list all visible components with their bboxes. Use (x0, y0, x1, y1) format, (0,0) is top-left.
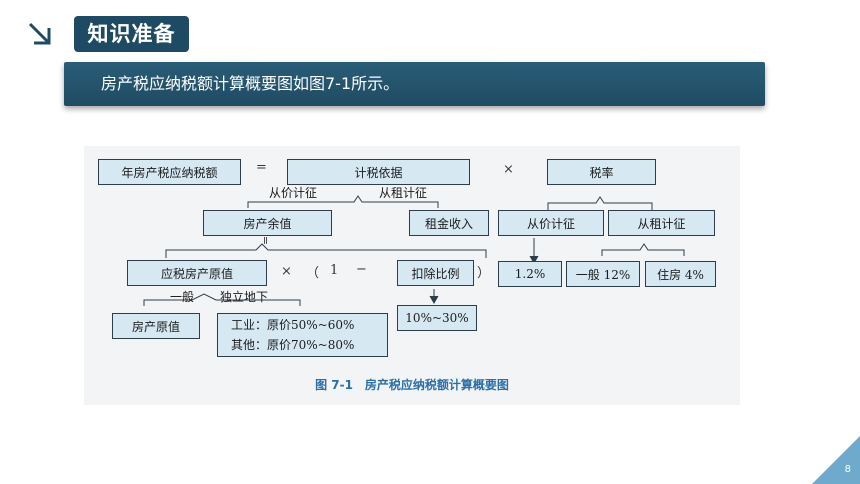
general-12-box: 一般 12% (566, 261, 640, 287)
tax-basis-box: 计税依据 (287, 159, 470, 185)
original-value-taxable-box: 应税房产原值 (127, 260, 267, 286)
equals-sign: = (256, 160, 267, 175)
times-sign-2: × (281, 264, 292, 279)
residual-value-box: 房产余值 (203, 210, 332, 236)
industrial-ratio: 工业：原价50%~60% (231, 318, 355, 332)
arrow-down-right-icon (28, 22, 51, 45)
by-value-label-left: 从价计征 (269, 186, 318, 200)
page-number: 8 (844, 464, 851, 475)
rent-income-box: 租金收入 (409, 210, 489, 236)
annual-tax-box: 年房产税应纳税额 (98, 159, 241, 185)
independent-underground-label: 独立地下 (220, 290, 269, 304)
deduction-range-box: 10%~30% (397, 305, 477, 331)
general-label: 一般 (170, 290, 195, 304)
by-value-box-right: 从价计征 (498, 210, 604, 236)
number-one: 1 (330, 263, 339, 278)
by-rent-label-left: 从租计征 (379, 186, 428, 200)
diagram-connectors (143, 195, 685, 306)
figure-caption: 图 7-1 房产税应纳税额计算概要图 (315, 378, 509, 392)
equals-vertical-sign: = (259, 235, 273, 246)
banner (64, 62, 765, 106)
by-rent-box-right: 从租计征 (608, 210, 715, 236)
open-paren: （ (306, 266, 320, 281)
close-paren: ） (477, 266, 491, 281)
corner-decoration (812, 436, 860, 484)
property-original-value-box: 房产原值 (112, 313, 200, 339)
rate-1-2-box: 1.2% (498, 261, 562, 287)
underground-ratio-box: 工业：原价50%~60% 其他：原价70%~80% (217, 313, 388, 357)
times-sign: × (503, 162, 514, 177)
diagram-figure: 年房产税应纳税额 = 计税依据 × 税率 从价计征 从租计征 房产余值 租金收入… (84, 146, 740, 405)
banner-text: 房产税应纳税额计算概要图如图7-1所示。 (101, 74, 400, 93)
deduction-ratio-box: 扣除比例 (397, 260, 474, 286)
minus-sign: − (356, 262, 367, 277)
housing-4-box: 住房 4% (645, 261, 716, 287)
tax-rate-box: 税率 (547, 159, 656, 185)
section-title: 知识准备 (74, 16, 189, 52)
other-ratio: 其他：原价70%~80% (231, 338, 355, 352)
